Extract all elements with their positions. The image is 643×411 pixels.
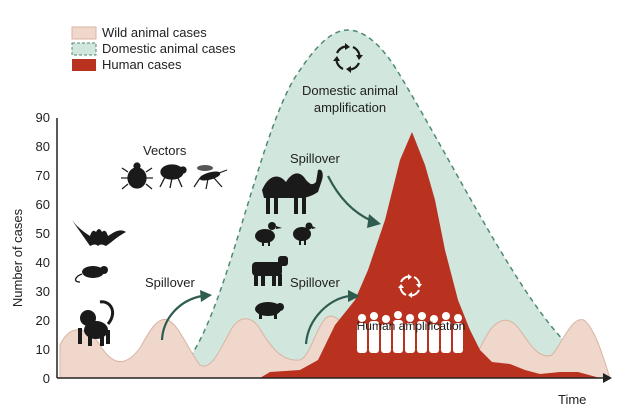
y-tick-label: 30: [36, 284, 50, 299]
human-cycle-icon: [398, 274, 422, 298]
cow-icon: [252, 256, 288, 286]
pig-icon: [255, 302, 284, 319]
y-tick-label: 20: [36, 313, 50, 328]
spillover-label-3: Spillover: [290, 275, 341, 290]
y-tick-label: 50: [36, 226, 50, 241]
vectors-label: Vectors: [143, 143, 187, 158]
legend-swatch-wild: [71, 26, 97, 40]
monkey-icon: [78, 300, 114, 346]
legend-swatch-human: [72, 59, 96, 71]
bat-icon: [72, 220, 126, 246]
spillover-arrowhead-1: [200, 290, 212, 302]
human-crowd-icon: [357, 311, 463, 353]
human-amplification-label: Human amplification: [357, 319, 466, 333]
y-tick-label: 40: [36, 255, 50, 270]
y-tick-label: 80: [36, 139, 50, 154]
legend-swatch-domestic: [71, 42, 97, 56]
chicken-icon: [293, 222, 316, 245]
y-tick-label: 90: [36, 110, 50, 125]
camel-icon: [262, 169, 323, 214]
rat-icon: [74, 266, 108, 283]
cycle-icon: [333, 43, 363, 73]
y-tick-label: 10: [36, 342, 50, 357]
y-tick-label: 0: [43, 371, 50, 386]
spillover-arrowhead-3: [348, 290, 360, 302]
spillover-arrow-3: [304, 294, 351, 345]
duck-icon: [255, 222, 282, 246]
domestic-amplification-label-line1: Domestic animal: [302, 83, 398, 98]
mosquito-icon: [193, 165, 228, 190]
flea-icon: [159, 164, 187, 189]
spillover-label-2: Spillover: [290, 151, 341, 166]
y-tick-label: 70: [36, 168, 50, 183]
y-tick-label: 60: [36, 197, 50, 212]
domestic-cases-area: [190, 30, 582, 378]
spillover-arrow-1: [160, 294, 203, 341]
legend-label-wild: Wild animal cases: [102, 25, 207, 40]
legend-label-domestic: Domestic animal cases: [102, 41, 236, 56]
domestic-amplification-label-line2: amplification: [314, 100, 386, 115]
human-cases-area: [260, 132, 600, 378]
spillover-arrowhead-2: [367, 214, 381, 228]
spillover-arrow-2: [327, 175, 373, 223]
domestic-cases-outline: [189, 29, 583, 358]
x-axis-arrowhead: [603, 373, 612, 383]
y-axis-title: Number of cases: [10, 208, 25, 307]
x-axis-title: Time: [558, 392, 586, 407]
spillover-label-1: Spillover: [145, 275, 196, 290]
tick-icon: [121, 162, 153, 190]
legend-label-human: Human cases: [102, 57, 182, 72]
